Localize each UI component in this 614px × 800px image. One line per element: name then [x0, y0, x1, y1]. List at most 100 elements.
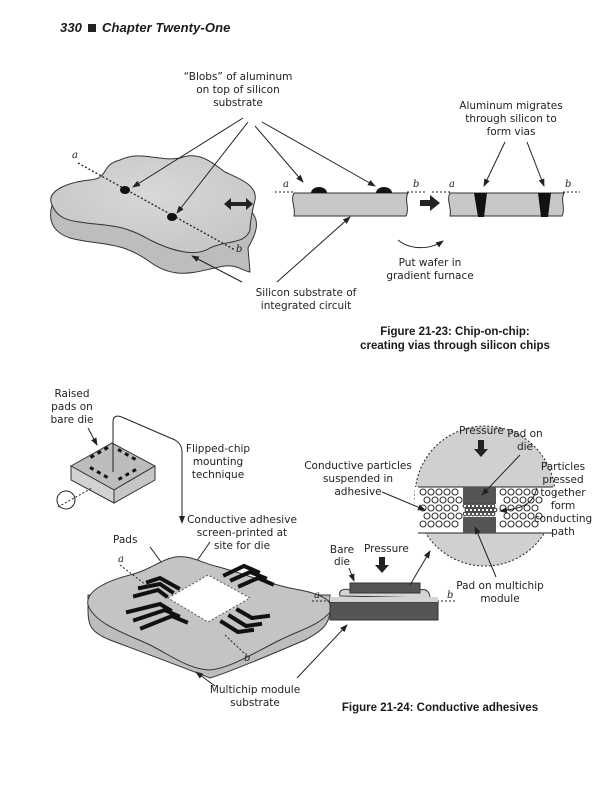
particle [443, 504, 451, 512]
particle [435, 488, 443, 496]
svg-text:b: b [244, 653, 250, 664]
cross-section-before: a b [275, 179, 425, 217]
section-line-ab [77, 162, 236, 251]
svg-text:Multichip module: Multichip module [210, 684, 300, 696]
svg-text:Put wafer in: Put wafer in [399, 257, 462, 269]
pad-on-die-label: Pad on die [507, 428, 542, 453]
particle [435, 504, 443, 512]
pad-on-module-label: Pad on multichip module [456, 580, 544, 605]
label-b: b [236, 244, 242, 255]
particle [531, 504, 539, 512]
svg-text:die: die [334, 556, 350, 568]
pads-label: Pads [113, 534, 137, 546]
particle [443, 488, 451, 496]
particle [419, 520, 427, 528]
particle [455, 512, 463, 520]
svg-text:pressed: pressed [542, 474, 583, 486]
svg-text:Raised: Raised [54, 388, 89, 400]
label-a: a [72, 150, 78, 161]
svg-text:b: b [447, 590, 453, 601]
svg-text:Conductive adhesive: Conductive adhesive [187, 514, 297, 526]
svg-text:module: module [480, 593, 519, 605]
svg-text:conducting: conducting [534, 513, 592, 525]
svg-text:Bare: Bare [330, 544, 354, 556]
particle [535, 512, 543, 520]
svg-text:form vias: form vias [487, 126, 536, 138]
particle [447, 512, 455, 520]
flip-path-arrow [112, 415, 185, 524]
furnace-label: Put wafer in gradient furnace [386, 257, 473, 282]
particle [439, 512, 447, 520]
svg-text:b: b [565, 179, 571, 190]
particle [492, 507, 498, 513]
via [538, 193, 551, 217]
svg-text:die: die [517, 441, 533, 453]
svg-text:site for die: site for die [214, 540, 270, 552]
svg-text:suspended in: suspended in [323, 473, 393, 485]
particle [519, 496, 527, 504]
pressure-arrow-icon [375, 557, 389, 573]
figure-21-24-caption: Figure 21-24: Conductive adhesives [341, 702, 539, 714]
svg-text:substrate: substrate [213, 97, 263, 109]
cross-section-after: a b [432, 179, 580, 217]
svg-text:“Blobs” of aluminum: “Blobs” of aluminum [184, 71, 293, 83]
particle [427, 520, 435, 528]
svg-text:mounting: mounting [193, 456, 243, 468]
particle [451, 488, 459, 496]
right-arrow-icon [420, 195, 440, 211]
particle [507, 504, 515, 512]
svg-text:pads on: pads on [51, 401, 93, 413]
particle [531, 488, 539, 496]
svg-text:Pad on multichip: Pad on multichip [456, 580, 544, 592]
particle [523, 520, 531, 528]
svg-text:screen-printed at: screen-printed at [197, 527, 287, 539]
particle [507, 488, 515, 496]
particles-suspended-label: Conductive particles suspended in adhesi… [304, 460, 412, 498]
particle [427, 504, 435, 512]
svg-text:gradient furnace: gradient furnace [386, 270, 473, 282]
particle [515, 520, 523, 528]
magnified-detail [414, 425, 556, 567]
svg-text:a: a [283, 179, 289, 190]
particle [527, 496, 535, 504]
svg-text:Conductive particles: Conductive particles [304, 460, 412, 472]
svg-text:adhesive: adhesive [334, 486, 381, 498]
particle [503, 496, 511, 504]
trace-pads [125, 563, 275, 635]
svg-text:a: a [118, 554, 124, 565]
pad-on-module [463, 517, 496, 533]
multichip-module-illustration: a b [87, 554, 332, 679]
figure-21-23-caption: Figure 21-23: Chip-on-chip: creating via… [360, 326, 550, 352]
particle [511, 512, 519, 520]
particle [431, 512, 439, 520]
page-number: 330 [60, 20, 82, 35]
raised-pads [89, 446, 137, 481]
svg-text:Aluminum migrates: Aluminum migrates [459, 100, 562, 112]
pressure-label-lower: Pressure [364, 543, 409, 555]
svg-text:Flipped-chip: Flipped-chip [186, 443, 250, 455]
particle [499, 520, 507, 528]
particle [519, 512, 527, 520]
particle [455, 496, 463, 504]
particle [527, 512, 535, 520]
particle [419, 488, 427, 496]
particles-pressed-label: Particles pressed together form conducti… [534, 461, 592, 538]
particle [431, 496, 439, 504]
svg-text:a: a [314, 590, 320, 601]
particle [423, 512, 431, 520]
particle [523, 488, 531, 496]
svg-text:on top of silicon: on top of silicon [196, 84, 280, 96]
flipped-chip-label: Flipped-chip mounting technique [186, 443, 250, 481]
svg-text:b: b [413, 179, 419, 190]
conductive-particles [419, 488, 543, 528]
svg-text:integrated circuit: integrated circuit [261, 300, 351, 312]
svg-text:through silicon to: through silicon to [465, 113, 557, 125]
figure-21-23: a b “Blobs” of aluminum on top of silico… [50, 71, 580, 312]
svg-text:bare die: bare die [50, 414, 93, 426]
multichip-substrate-label: Multichip module substrate [210, 684, 300, 709]
rotate-icon [56, 490, 76, 510]
particle [499, 488, 507, 496]
svg-text:technique: technique [192, 469, 244, 481]
via [474, 193, 487, 217]
